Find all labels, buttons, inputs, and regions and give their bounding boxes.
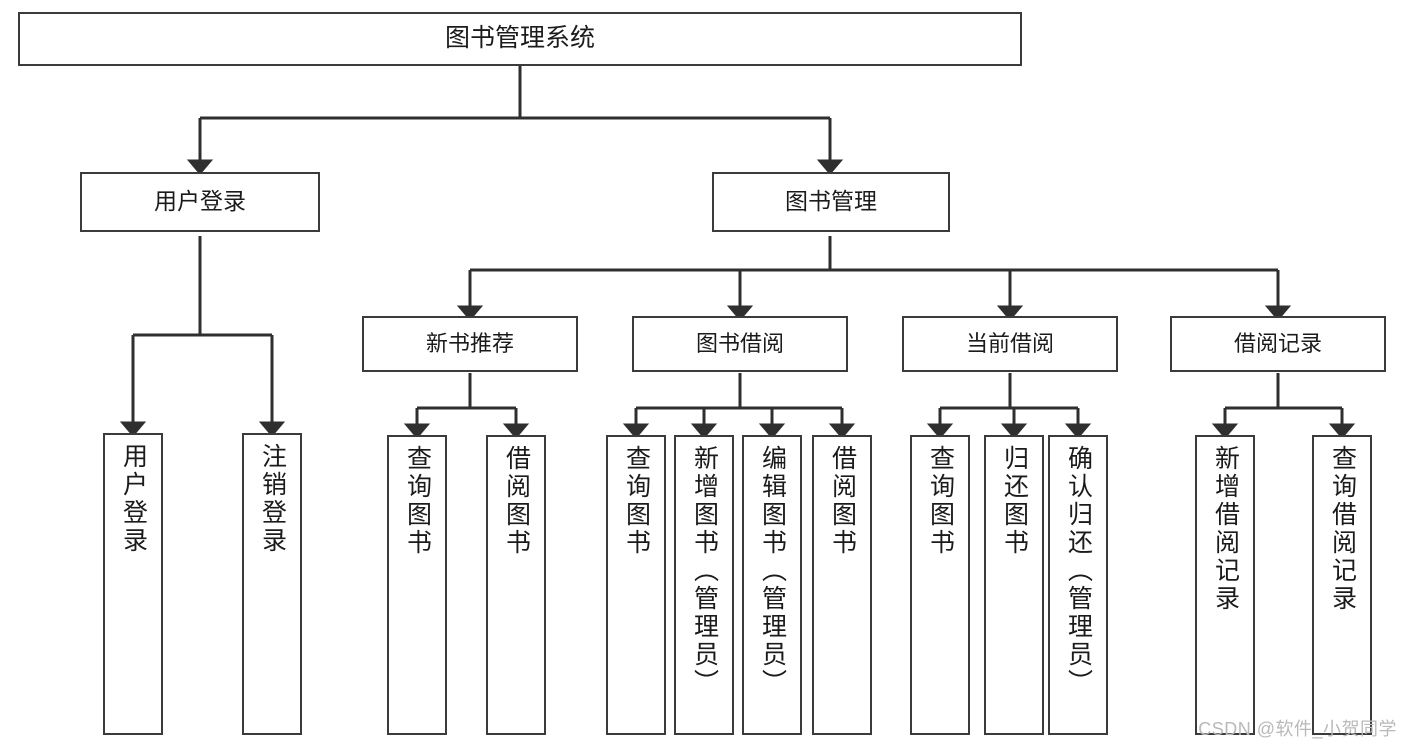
leaf-label: 注销登录: [258, 443, 287, 555]
node-book-borrow[interactable]: 图书借阅: [632, 316, 848, 372]
node-book-management[interactable]: 图书管理: [712, 172, 950, 232]
leaf-label: 编辑图书（管理员）: [758, 445, 787, 697]
leaf-borrow-add-book-admin[interactable]: 新增图书（管理员）: [674, 435, 734, 735]
node-current-borrow-label: 当前借阅: [965, 331, 1054, 357]
leaf-label: 借阅图书: [502, 445, 531, 557]
leaf-borrow-edit-book-admin[interactable]: 编辑图书（管理员）: [742, 435, 802, 735]
watermark: CSDN @软件_小贺同学: [1198, 719, 1397, 739]
leaf-label: 查询图书: [403, 445, 432, 557]
leaf-current-search[interactable]: 查询图书: [910, 435, 970, 735]
leaf-label: 归还图书: [1000, 445, 1029, 557]
node-borrow-records-label: 借阅记录: [1233, 331, 1322, 357]
leaf-records-search[interactable]: 查询借阅记录: [1312, 435, 1372, 735]
node-user-login[interactable]: 用户登录: [80, 172, 320, 232]
leaf-new-book-borrow[interactable]: 借阅图书: [486, 435, 546, 735]
leaf-label: 查询借阅记录: [1328, 445, 1357, 613]
leaf-label: 确认归还（管理员）: [1064, 445, 1093, 697]
node-book-borrow-label: 图书借阅: [695, 331, 784, 357]
leaf-borrow-search[interactable]: 查询图书: [606, 435, 666, 735]
node-borrow-records[interactable]: 借阅记录: [1170, 316, 1386, 372]
leaf-label: 借阅图书: [828, 445, 857, 557]
node-root-label: 图书管理系统: [444, 24, 595, 53]
node-user-login-label: 用户登录: [154, 188, 246, 215]
leaf-label: 查询图书: [622, 445, 651, 557]
leaf-records-add[interactable]: 新增借阅记录: [1195, 435, 1255, 735]
leaf-label: 新增借阅记录: [1211, 445, 1240, 613]
leaf-current-confirm-return-admin[interactable]: 确认归还（管理员）: [1048, 435, 1108, 735]
leaf-user-login-logout[interactable]: 注销登录: [242, 433, 302, 735]
node-root[interactable]: 图书管理系统: [18, 12, 1022, 66]
leaf-current-return[interactable]: 归还图书: [984, 435, 1044, 735]
leaf-new-book-search[interactable]: 查询图书: [387, 435, 447, 735]
leaf-user-login-login[interactable]: 用户登录: [103, 433, 163, 735]
leaf-borrow-borrow-book[interactable]: 借阅图书: [812, 435, 872, 735]
leaf-label: 用户登录: [119, 443, 148, 555]
leaf-label: 查询图书: [926, 445, 955, 557]
node-new-book-recommend-label: 新书推荐: [425, 331, 514, 357]
node-current-borrow[interactable]: 当前借阅: [902, 316, 1118, 372]
node-new-book-recommend[interactable]: 新书推荐: [362, 316, 578, 372]
leaf-label: 新增图书（管理员）: [690, 445, 719, 697]
node-book-management-label: 图书管理: [785, 188, 877, 215]
